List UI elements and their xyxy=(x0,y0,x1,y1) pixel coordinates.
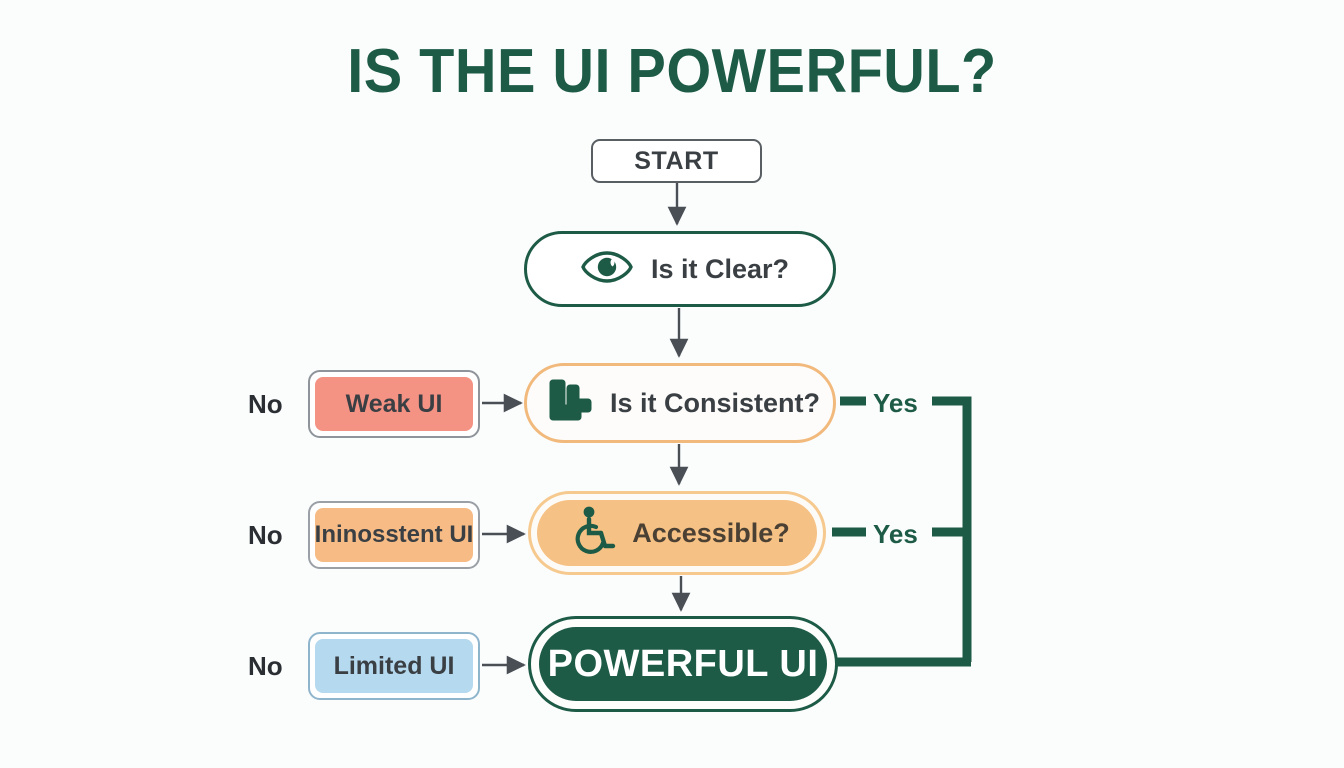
node-inconsistent-ui-label: Ininosstent UI xyxy=(314,521,474,548)
node-powerful-ui[interactable]: POWERFUL UI xyxy=(528,616,838,712)
node-accessible[interactable]: Accessible? xyxy=(528,491,826,575)
node-is-it-clear-label: Is it Clear? xyxy=(650,253,790,284)
node-start[interactable]: START xyxy=(591,139,762,183)
edge-yes-consistent-rail xyxy=(932,396,972,662)
node-limited-ui-label: Limited UI xyxy=(333,651,455,680)
node-limited-ui-fill: Limited UI xyxy=(315,639,473,693)
node-accessible-label: Accessible? xyxy=(632,517,790,548)
node-powerful-ui-inner: POWERFUL UI xyxy=(539,627,827,701)
edge-label-no-3: No xyxy=(248,651,283,681)
page-title: IS THE UI POWERFUL? xyxy=(347,37,997,106)
edge-label-no-1: No xyxy=(248,389,283,419)
node-inconsistent-ui[interactable]: Ininosstent UI xyxy=(308,501,480,569)
node-accessible-inner: Accessible? xyxy=(537,500,817,566)
eye-icon xyxy=(581,250,633,289)
edge-label-yes-2: Yes xyxy=(873,519,918,549)
node-start-label: START xyxy=(634,146,719,175)
node-is-it-clear[interactable]: Is it Clear? xyxy=(524,231,836,307)
node-inconsistent-ui-fill: Ininosstent UI xyxy=(315,508,473,562)
node-powerful-ui-label: POWERFUL UI xyxy=(547,642,819,685)
node-limited-ui[interactable]: Limited UI xyxy=(308,632,480,700)
node-is-it-consistent[interactable]: Is it Consistent? xyxy=(524,363,836,443)
edge-label-yes-1: Yes xyxy=(873,388,918,418)
wheelchair-icon xyxy=(570,505,616,562)
node-weak-ui-label: Weak UI xyxy=(345,389,443,418)
blocks-icon xyxy=(548,378,594,429)
node-weak-ui[interactable]: Weak UI xyxy=(308,370,480,438)
node-is-it-consistent-label: Is it Consistent? xyxy=(609,387,820,418)
node-weak-ui-fill: Weak UI xyxy=(315,377,473,431)
edge-label-no-2: No xyxy=(248,520,283,550)
